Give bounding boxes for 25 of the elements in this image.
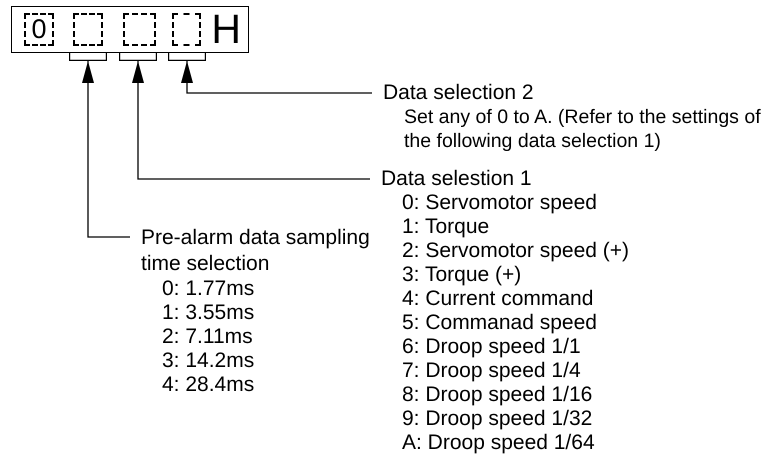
digit-field: 0 [24, 13, 54, 46]
option-item: 2: Servomotor speed (+) [402, 239, 630, 263]
option-item: 3: 14.2ms [162, 349, 256, 373]
option-item: 9: Droop speed 1/32 [402, 407, 594, 431]
option-item: 0: 1.77ms [162, 277, 256, 301]
hex-suffix: H [211, 7, 241, 51]
setting-heading: Data selection 2 [383, 81, 535, 105]
setting-heading: Pre-alarm data sampling time selection [141, 225, 371, 277]
leader-arrow [181, 61, 372, 94]
option-item: 2: 7.11ms [162, 325, 254, 349]
option-item: 7: Droop speed 1/4 [402, 359, 582, 383]
option-item: 4: 28.4ms [162, 373, 256, 397]
option-item: 1: 3.55ms [162, 301, 256, 325]
option-item: 5: Commanad speed [402, 311, 598, 335]
option-item: 6: Droop speed 1/1 [402, 335, 582, 359]
leader-arrow [82, 61, 130, 238]
setting-heading: Data selestion 1 [381, 167, 533, 191]
leader-arrow [132, 61, 370, 180]
setting-note: Set any of 0 to A. (Refer to the settings of the following data selection 1) [404, 105, 762, 153]
option-item: 8: Droop speed 1/16 [402, 383, 594, 407]
option-item: 4: Current command [402, 287, 594, 311]
option-item: 3: Torque (+) [402, 263, 522, 287]
option-item: A: Droop speed 1/64 [402, 431, 596, 455]
option-item: 0: Servomotor speed [402, 191, 598, 215]
option-item: 1: Torque [402, 215, 490, 239]
